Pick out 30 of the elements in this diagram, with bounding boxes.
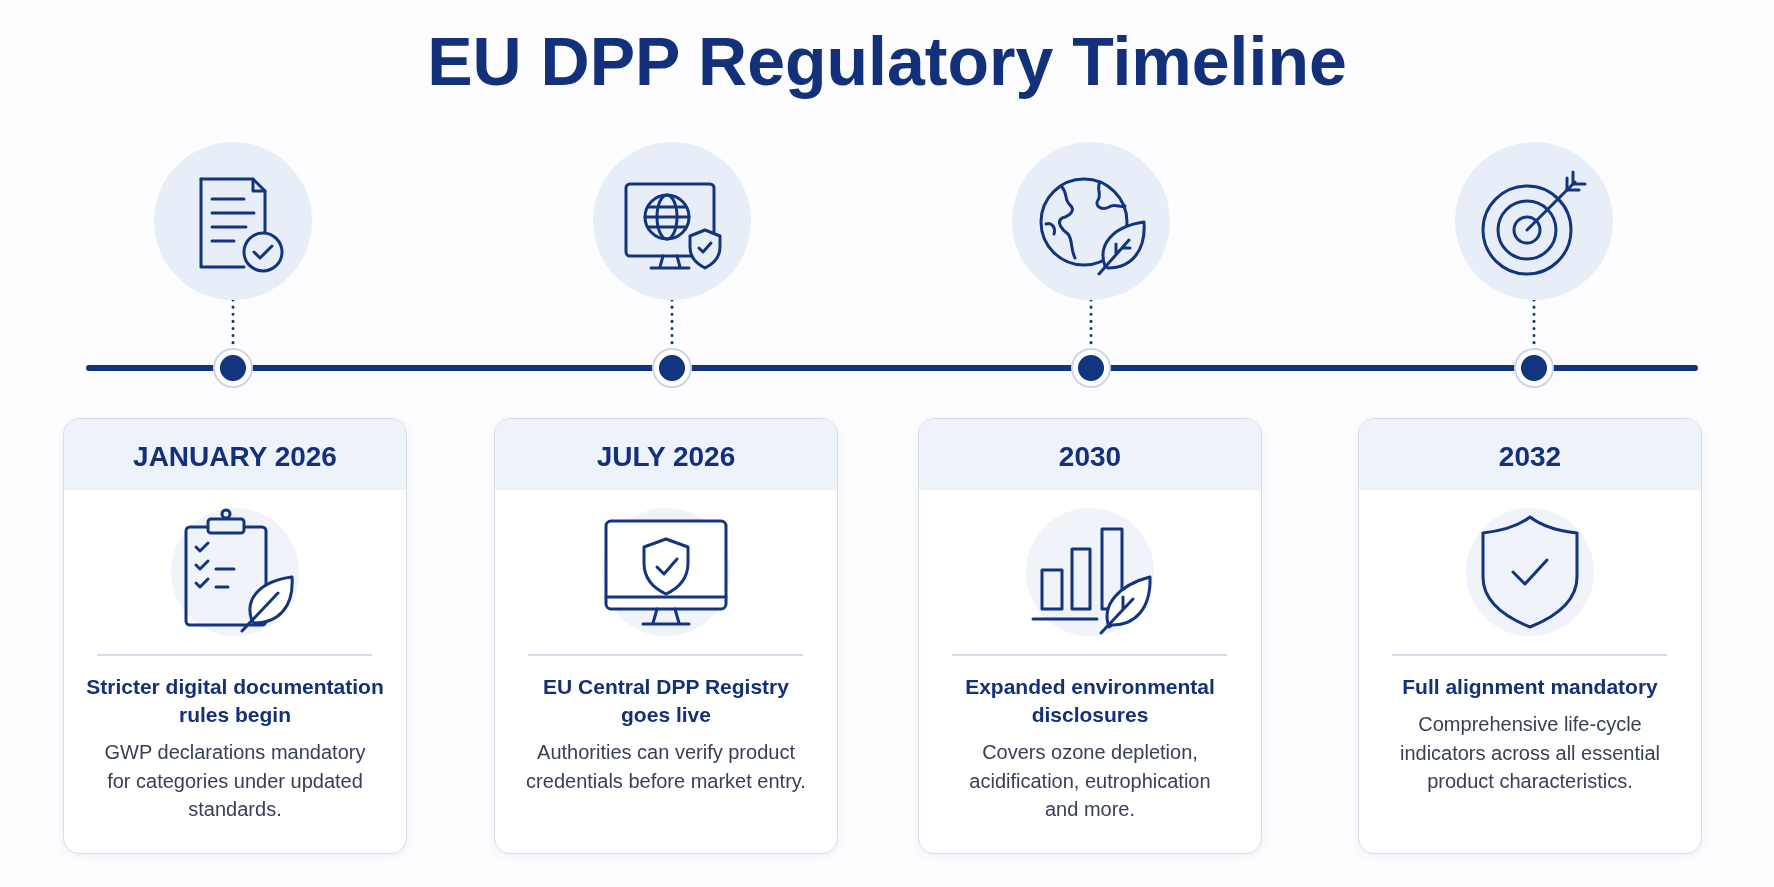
timeline-line <box>1108 365 1517 371</box>
timeline-line <box>1551 365 1698 371</box>
milestone-description: Covers ozone depletion, acidification, eutrophication and more. <box>968 740 1212 822</box>
date-label: 2032 <box>1498 439 1562 474</box>
card-header <box>64 419 406 490</box>
timeline-line <box>689 365 1074 371</box>
date-label: 2030 <box>1058 439 1122 474</box>
date-label: JULY 2026 <box>596 439 736 474</box>
card-header <box>919 419 1261 490</box>
milestone-description: Authorities can verify product credentials before market entry. <box>525 740 807 794</box>
milestone-heading: Stricter digital documentation rules begin <box>85 674 385 728</box>
milestone-card <box>63 418 407 854</box>
timeline-line <box>250 365 655 371</box>
timeline-marker <box>213 348 253 388</box>
milestone-description: GWP declarations mandatory for categories under updated standards. <box>103 740 367 822</box>
milestone-card <box>494 418 838 854</box>
milestone-heading: EU Central DPP Registry goes live <box>542 674 790 728</box>
timeline-marker <box>1071 348 1111 388</box>
milestone-card <box>918 418 1262 854</box>
title: EU DPP Regulatory Timeline <box>427 22 1347 101</box>
date-label: JANUARY 2026 <box>133 439 337 474</box>
card-header <box>495 419 837 490</box>
milestone-description: Comprehensive life-cycle indicators across all essential product characteristics. <box>1398 712 1662 794</box>
timeline-line <box>86 365 216 371</box>
milestone-heading: Expanded environmental disclosures <box>964 674 1216 728</box>
timeline-marker <box>652 348 692 388</box>
milestone-heading: Full alignment mandatory <box>1402 674 1658 700</box>
timeline-marker <box>1514 348 1554 388</box>
card-header <box>1359 419 1701 490</box>
milestone-card <box>1358 418 1702 854</box>
